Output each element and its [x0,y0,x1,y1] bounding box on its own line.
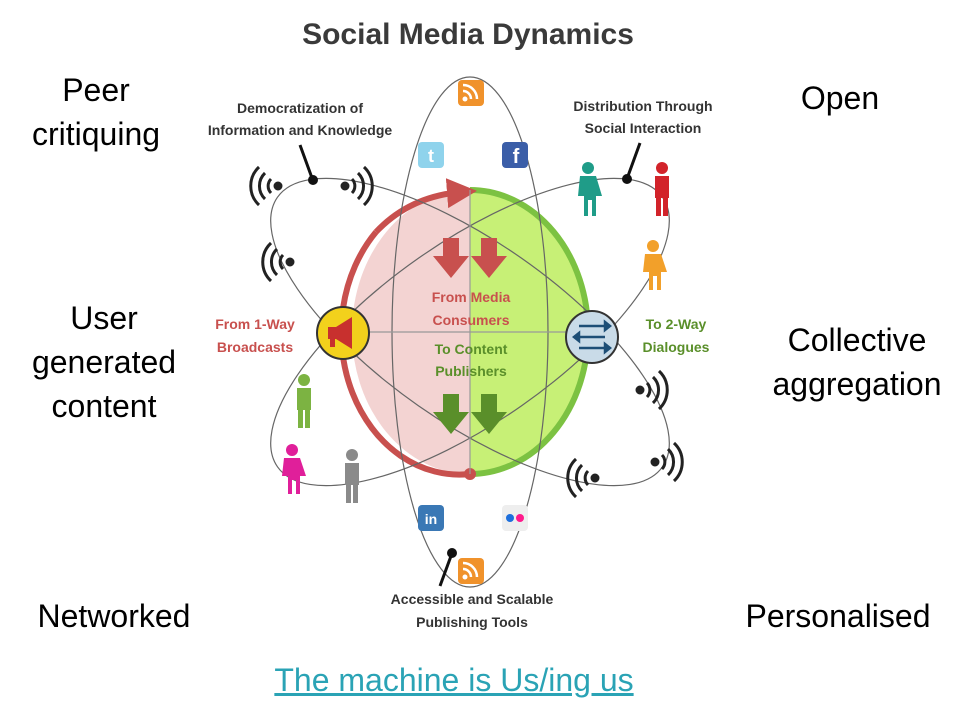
label-open: Open [800,80,880,116]
person-icon-green [297,374,311,428]
svg-text:in: in [425,511,437,527]
person-icon-teal [578,162,602,216]
label-networked: Networked [37,598,191,634]
green-down-arrows [433,394,507,434]
to-two-way-line1: To 2-Way [646,316,707,332]
dialogue-arrows-icon [565,310,619,364]
svg-text:t: t [428,146,434,166]
to-content-line2: Publishers [435,363,507,379]
rss-icon-top [458,80,484,106]
signal-wave-icons [249,165,684,499]
person-icon-magenta [282,444,306,494]
to-content-line1: To Content [435,341,508,357]
red-down-arrows [433,238,507,278]
label-user-generated-content: User generated content [31,300,177,424]
megaphone-icon [316,306,370,360]
distribution-line1: Distribution Through [573,98,712,114]
label-personalised: Personalised [745,598,931,634]
democratization-line2: Information and Knowledge [208,122,393,138]
rss-icon-bottom [458,558,484,584]
distribution-line2: Social Interaction [585,120,702,136]
to-two-way-line2: Dialogues [643,339,710,355]
label-peer-critiquing: Peer critiquing [31,72,161,152]
linkedin-icon: in [418,505,444,531]
publishing-line2: Publishing Tools [416,614,528,630]
person-icon-orange [643,240,667,290]
machine-is-us-link[interactable]: The machine is Us/ing us [274,662,634,698]
twitter-icon: t [418,142,444,168]
svg-text:f: f [513,146,520,168]
label-collective-aggregation: Collective aggregation [772,322,942,402]
central-sphere [338,178,591,480]
person-icon-gray [345,449,359,503]
diagram-title: Social Media Dynamics [302,18,634,51]
democratization-line1: Democratization of [237,100,363,116]
flickr-icon [502,505,528,531]
publishing-line1: Accessible and Scalable [391,591,554,607]
orbit-lines [270,76,670,588]
callout-pointers [298,142,642,587]
from-media-line2: Consumers [432,312,509,328]
from-media-line1: From Media [432,289,511,305]
from-one-way-line2: Broadcasts [217,339,293,355]
facebook-icon: f [502,142,528,168]
from-one-way-line1: From 1-Way [215,316,295,332]
person-icon-red [655,162,669,216]
